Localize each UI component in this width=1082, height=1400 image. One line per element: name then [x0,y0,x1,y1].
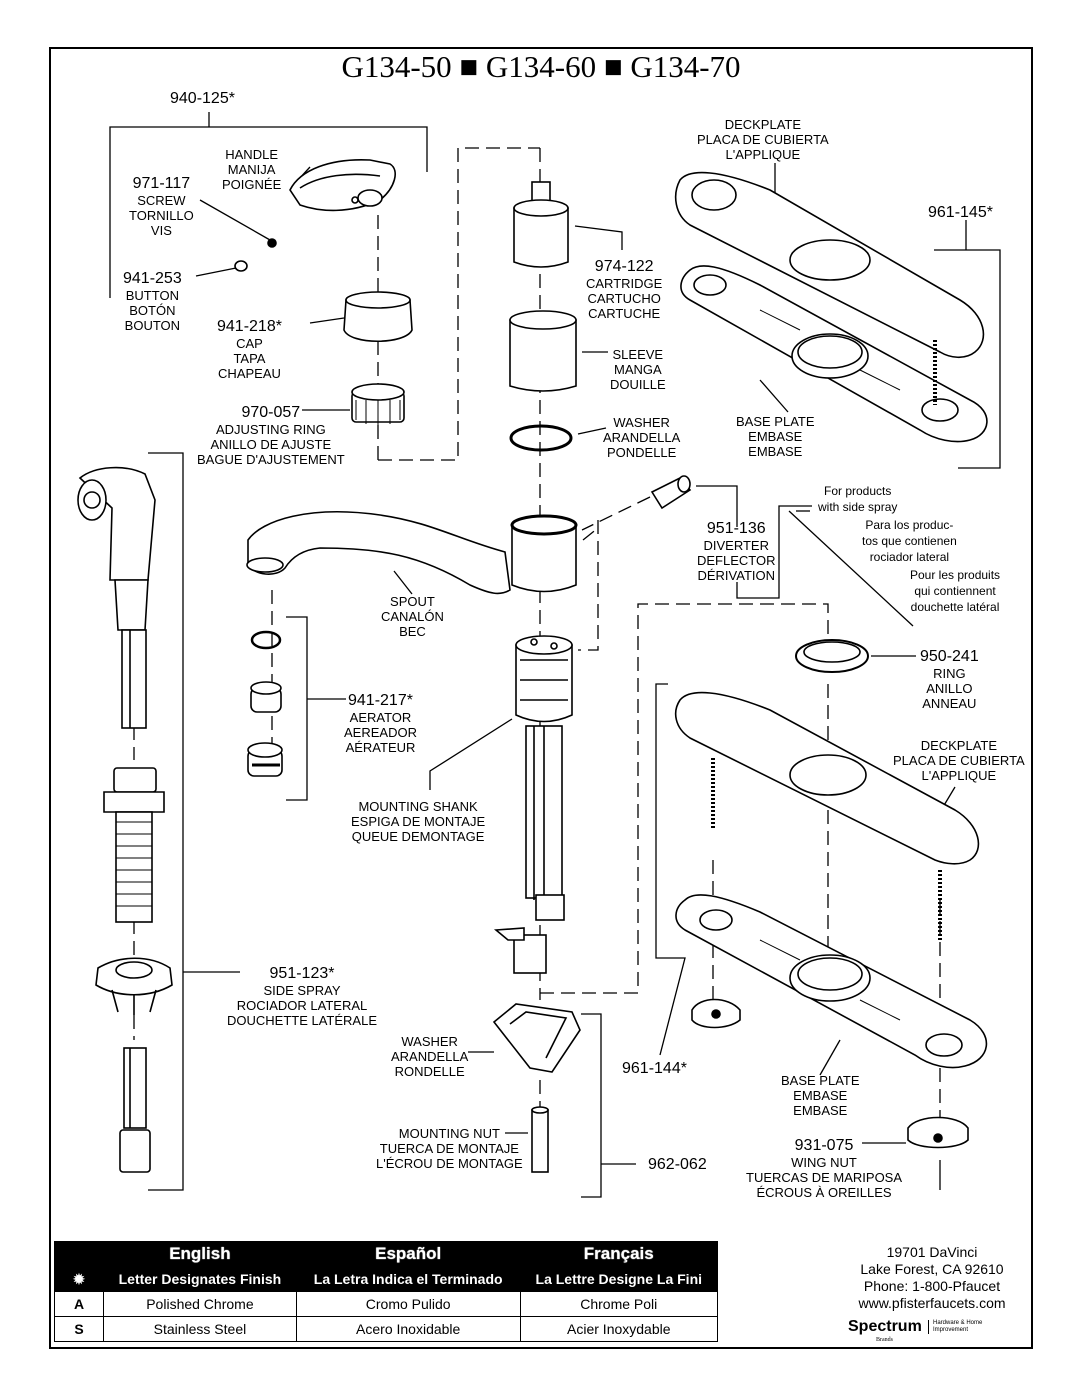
legend-subheader-row: ✹ Letter Designates Finish La Letra Indi… [54,1266,719,1292]
legend-corner [54,1241,104,1267]
spout-drawing [246,511,511,595]
page-border [49,47,1033,1349]
label-962-062: 962-062 [648,1156,707,1173]
legend-header-english: English [103,1241,297,1267]
label-961-145: 961-145* [928,204,993,221]
finish-key: S [54,1316,104,1342]
legend-subheader-spanish: La Letra Indica el Terminado [295,1266,521,1292]
legend-header-spanish: Español [295,1241,521,1267]
phone: Phone: 1-800-Pfaucet [863,1278,1001,1294]
legend-subheader-french: La Lettre Designe La Fini [519,1266,719,1292]
label-940-125: 940-125* [170,90,235,107]
finish-legend-table: English Español Français ✹ Letter Design… [54,1241,719,1342]
note-side-spray-en: For products with side spray [818,484,898,514]
legend-header-french: Français [519,1241,719,1267]
mounting-nut-drawing [492,1003,581,1173]
spectrum-brands-logo: Spectrum Brands Hardware & Home Improvem… [848,1318,982,1343]
legend-star-icon: ✹ [54,1266,104,1292]
brand-name: Spectrum [848,1318,922,1335]
model-title: G134-50 ■ G134-60 ■ G134-70 [341,49,741,84]
label-961-144: 961-144* [622,1060,687,1077]
aerator-drawing [247,630,283,777]
table-row: S Stainless Steel Acero Inoxidable Acier… [54,1316,719,1342]
brand-sub: Brands [876,1337,893,1343]
diverter-drawing [650,475,692,510]
legend-language-row: English Español Français [54,1241,719,1267]
website-link[interactable]: www.pfisterfaucets.com [858,1295,1006,1311]
address: 19701 DaVinci [886,1244,978,1260]
finish-french: Acier Inoxydable [519,1316,719,1342]
leader-lines [109,112,1001,1198]
finish-spanish: Cromo Pulido [295,1291,521,1317]
note-side-spray-es: Para los produc- tos que contienen rocia… [862,518,957,564]
deckplate-bottom-drawing [674,639,988,1149]
city: Lake Forest, CA 92610 [860,1261,1004,1277]
finish-key: A [54,1291,104,1317]
finish-english: Polished Chrome [103,1291,297,1317]
finish-french: Chrome Poli [519,1291,719,1317]
cartridge-drawing [493,181,578,974]
brand-tagline: Hardware & Home Improvement [928,1320,1013,1334]
table-row: A Polished Chrome Cromo Pulido Chrome Po… [54,1291,719,1317]
note-side-spray-fr: Pour les produits qui contiennent douche… [910,568,1001,614]
handle-drawing [234,159,413,425]
finish-english: Stainless Steel [103,1316,297,1342]
side-spray-drawing [77,466,173,1173]
deckplate-top-drawing [674,171,988,443]
finish-spanish: Acero Inoxidable [295,1316,521,1342]
contact-info: 19701 DaVinci Lake Forest, CA 92610 Phon… [832,1244,1032,1312]
legend-subheader-english: Letter Designates Finish [103,1266,297,1292]
